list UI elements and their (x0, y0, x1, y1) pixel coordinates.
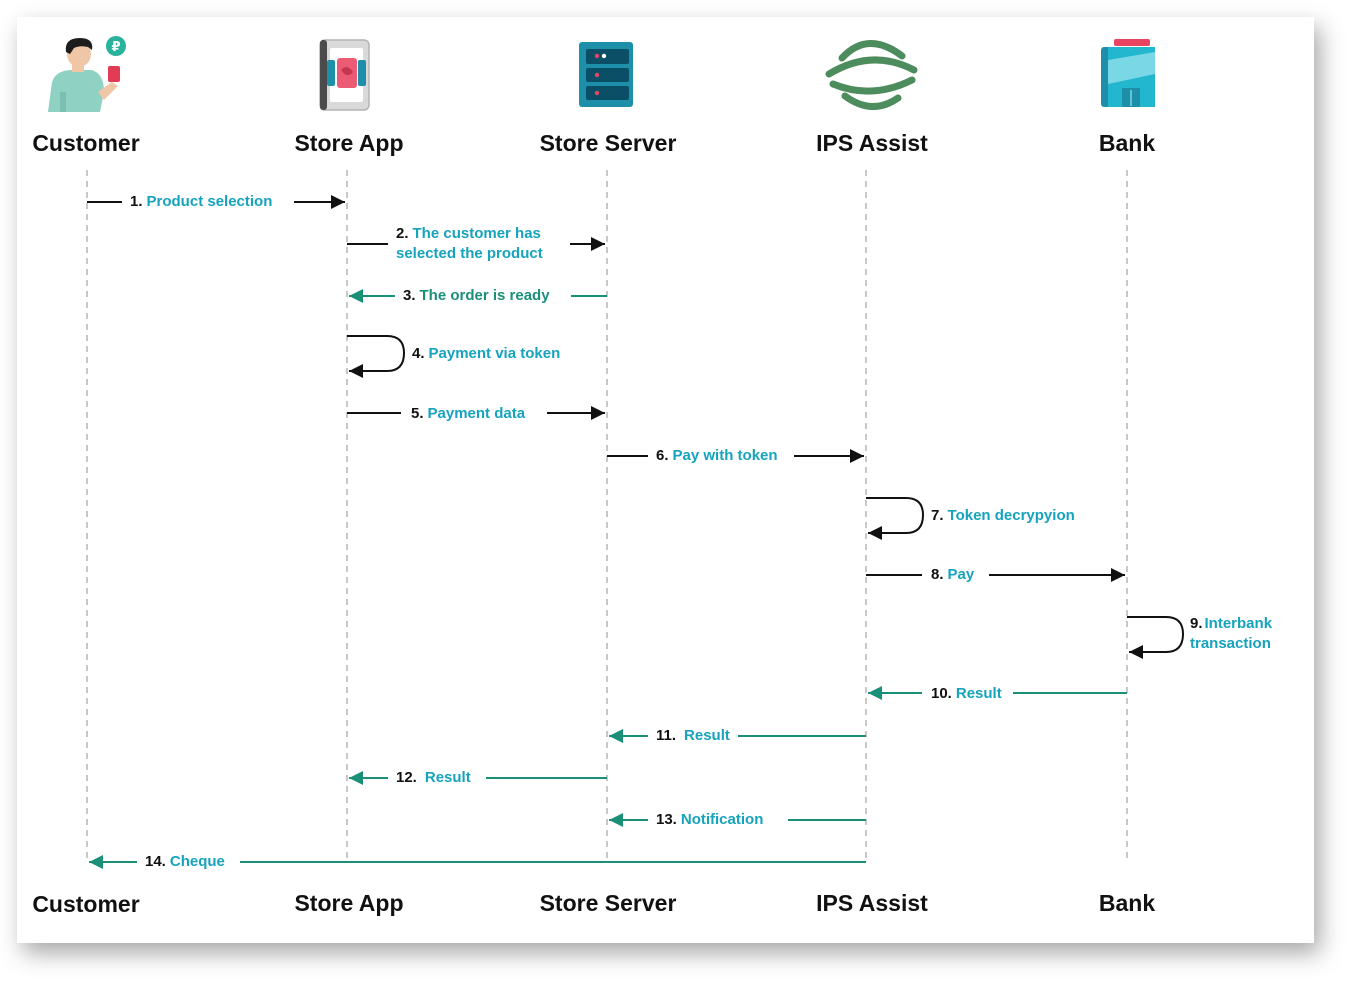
message-number: 11. (656, 727, 676, 744)
message-number: 4. (412, 345, 425, 362)
message-1: 1.Product selection (87, 193, 345, 210)
actor-bottom-label-customer: Customer (32, 891, 139, 917)
message-number: 7. (931, 507, 944, 524)
message-2: 2.The customer has selected the product (347, 225, 605, 262)
message-5: 5.Payment data (347, 405, 605, 422)
message-label-line-1: The customer has (413, 225, 541, 242)
message-11: 11. Result (609, 727, 866, 744)
message-label: Pay with token (673, 447, 778, 464)
message-label: The order is ready (420, 287, 551, 304)
customer-icon: ₽ (48, 36, 126, 112)
message-number: 5. (411, 405, 424, 422)
message-number: 2. (396, 225, 409, 242)
message-number: 6. (656, 447, 669, 464)
message-label: Payment data (428, 405, 526, 422)
svg-text:7.Token decrypyion: 7.Token decrypyion (931, 507, 1075, 524)
message-number: 12. (396, 769, 417, 786)
svg-text:12.Result: 12. Result (396, 769, 471, 786)
actor-bottom-label-store-server: Store Server (540, 890, 677, 916)
message-13: 13.Notification (609, 811, 866, 828)
message-label: Pay (948, 566, 975, 583)
svg-text:1.Product selection: 1.Product selection (130, 193, 272, 210)
message-label-line-2: selected the product (396, 245, 543, 262)
actor-top-label-ips-assist: IPS Assist (816, 130, 928, 156)
actor-top-label-bank: Bank (1099, 130, 1155, 156)
message-8: 8.Pay (866, 566, 1125, 583)
message-label-line-2: transaction (1190, 635, 1271, 652)
message-label: Product selection (147, 193, 273, 210)
actor-top-label-customer: Customer (32, 130, 139, 156)
message-7: 7.Token decrypyion (866, 497, 1075, 540)
message-number: 13. (656, 811, 677, 828)
message-number: 3. (403, 287, 416, 304)
actor-top-label-store-app: Store App (294, 130, 403, 156)
svg-text:10.Result: 10.Result (931, 685, 1002, 702)
svg-text:6.Pay with token: 6.Pay with token (656, 447, 778, 464)
message-label: Result (684, 727, 730, 744)
message-label: Token decrypyion (948, 507, 1075, 524)
server-icon (579, 42, 633, 107)
message-4: 4.Payment via token (347, 335, 560, 378)
message-number: 1. (130, 193, 143, 210)
message-10: 10.Result (868, 685, 1127, 702)
message-label-line-1: Interbank (1205, 615, 1273, 632)
message-14: 14.Cheque (89, 853, 866, 870)
message-label: Notification (681, 811, 764, 828)
actor-bottom-label-store-app: Store App (294, 890, 403, 916)
svg-text:9.Interbank: 9.Interbank (1190, 615, 1273, 632)
svg-text:3.The order is ready: 3.The order is ready (403, 287, 550, 304)
svg-text:₽: ₽ (111, 40, 120, 55)
diagram-card (17, 17, 1314, 943)
message-9: 9.Interbank transaction (1127, 615, 1273, 659)
message-label: Result (956, 685, 1002, 702)
message-6: 6.Pay with token (607, 447, 864, 464)
message-number: 8. (931, 566, 944, 583)
smartphone-icon (319, 39, 370, 111)
message-label: Payment via token (429, 345, 561, 362)
message-number: 14. (145, 853, 166, 870)
message-3: 3.The order is ready (349, 287, 607, 304)
bank-building-icon (1101, 39, 1155, 107)
svg-text:8.Pay: 8.Pay (931, 566, 975, 583)
message-label: Result (425, 769, 471, 786)
svg-text:11.Result: 11. Result (656, 727, 730, 744)
actor-bottom-label-ips-assist: IPS Assist (816, 890, 928, 916)
message-label: Cheque (170, 853, 225, 870)
svg-text:2.The customer has: 2.The customer has (396, 225, 541, 242)
svg-text:13.Notification: 13.Notification (656, 811, 763, 828)
actor-bottom-label-bank: Bank (1099, 890, 1155, 916)
svg-text:14.Cheque: 14.Cheque (145, 853, 225, 870)
svg-text:4.Payment via token: 4.Payment via token (412, 345, 560, 362)
message-number: 10. (931, 685, 952, 702)
ips-assist-logo-icon (825, 40, 918, 110)
message-number: 9. (1190, 615, 1203, 632)
svg-text:5.Payment data: 5.Payment data (411, 405, 526, 422)
actor-top-label-store-server: Store Server (540, 130, 677, 156)
message-12: 12. Result (349, 769, 607, 786)
